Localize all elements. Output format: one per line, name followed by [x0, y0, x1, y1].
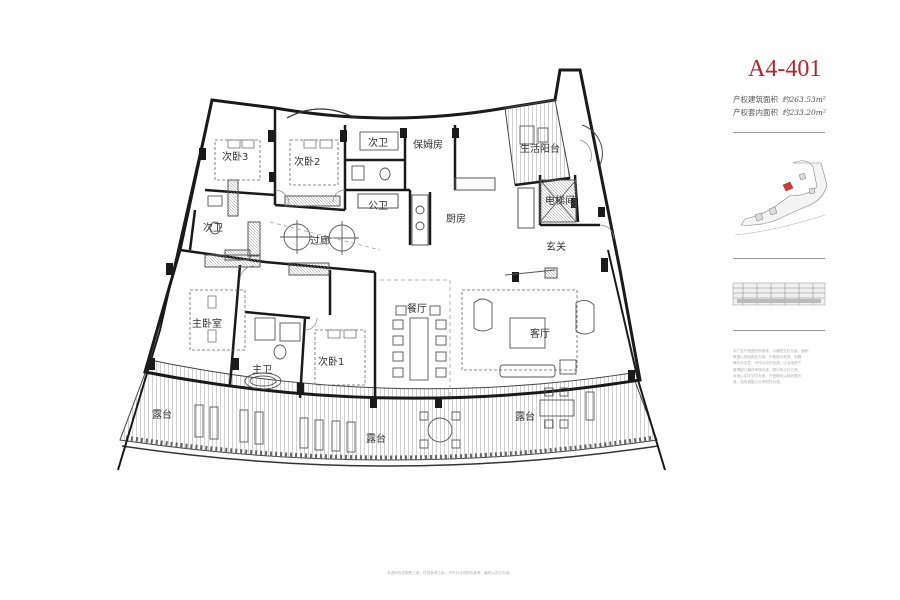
- wardrobes: [204, 179, 341, 276]
- room-label-living: 客厅: [530, 327, 550, 340]
- note-line: 本广告户型图仅供参考，以最终交付为准，面积: [733, 349, 809, 353]
- room-label-master-bedroom: 主卧室: [192, 317, 222, 330]
- room-label-bedroom1: 次卧1: [318, 355, 344, 368]
- bay-window: [286, 108, 356, 119]
- divider: [733, 330, 825, 331]
- terrace-railing: [121, 445, 659, 467]
- exterior-wall: [143, 68, 642, 400]
- terrace-balusters: [125, 435, 655, 461]
- room-label-kitchen: 厨房: [446, 212, 466, 225]
- room-label-dining: 餐厅: [407, 302, 427, 315]
- notes-block: 本广告户型图仅供参考，以最终交付为准，面积 数据以测绘报告为准，户型图中家具、电…: [733, 348, 831, 385]
- right-wing-wall: [607, 249, 666, 471]
- circulation-lines: [269, 221, 451, 400]
- living-balcony-deck: [504, 99, 571, 186]
- note-line: 准，如有调整以合同附件为准。: [733, 380, 784, 385]
- gross-area-value: 约263.53m²: [782, 95, 826, 104]
- terrace-furniture: [194, 125, 595, 453]
- room-label-elevator-hall: 电梯间: [545, 194, 575, 207]
- kitchen-cabinets: [357, 177, 558, 279]
- elevator-hall: [539, 179, 577, 223]
- living-sofas: [473, 298, 595, 378]
- room-label-master-bath: 主卫: [252, 364, 272, 376]
- net-area-value: 约233.20m²: [782, 108, 826, 117]
- room-label-bath-secondary-top: 次卫: [368, 136, 388, 149]
- room-label-bath-secondary-left: 次卫: [203, 221, 223, 234]
- room-label-terrace-right: 露台: [515, 410, 535, 423]
- divider: [733, 132, 825, 133]
- room-label-corridor: 过廊: [310, 234, 330, 247]
- net-area-line: 产权套内面积约233.20m²: [733, 107, 826, 118]
- gross-area-line: 产权建筑面积约263.53m²: [733, 94, 826, 105]
- room-label-bedroom2: 次卧2: [294, 155, 320, 168]
- note-line: 等均为示意，不作为交付标准。以当地房产: [733, 361, 802, 366]
- left-wing-wall: [117, 99, 213, 471]
- room-label-bedroom3: 次卧3: [222, 150, 248, 163]
- bath-fixtures: [207, 131, 399, 390]
- room-label-foyer: 玄关: [546, 240, 566, 253]
- note-line: 管理部门最终审核为准，图中所示外立面、: [733, 367, 802, 372]
- building-elevation-icon: [732, 282, 826, 306]
- divider: [733, 258, 825, 259]
- room-label-terrace-left: 露台: [152, 408, 172, 421]
- bathtub: [244, 372, 282, 390]
- gross-area-label: 产权建筑面积: [733, 95, 778, 104]
- door-swings: [239, 139, 615, 331]
- footer-disclaimer: 本资料仅供销售之用，仅供参考之用，不作为合同附件参考，最终以交付为准。: [387, 571, 513, 575]
- room-label-public-bath: 公卫: [368, 201, 388, 212]
- site-key-map-icon: [734, 160, 828, 236]
- note-line: 数据以测绘报告为准，户型图中家具、电器: [733, 355, 802, 360]
- corridor-tables: [280, 220, 359, 255]
- columns: [148, 128, 635, 408]
- room-labels: 次卧3 次卧2 次卫 保姆房 生活阳台 公卫 厨房 电梯间 次卫 过廊 玄关 主…: [152, 136, 575, 445]
- entry-door: [581, 124, 603, 166]
- room-label-nanny-room: 保姆房: [413, 138, 443, 151]
- room-label-living-balcony: 生活阳台: [520, 142, 560, 155]
- dining-set: [392, 305, 447, 381]
- bed-pillows: [207, 139, 357, 343]
- room-label-terrace-center: 露台: [366, 432, 386, 445]
- terrace-deck: [119, 359, 658, 461]
- net-area-label: 产权套内面积: [733, 108, 778, 117]
- note-line: 设施以实际交付为准，户型朝向以规划图为: [733, 373, 802, 378]
- unit-code: A4-401: [748, 56, 822, 82]
